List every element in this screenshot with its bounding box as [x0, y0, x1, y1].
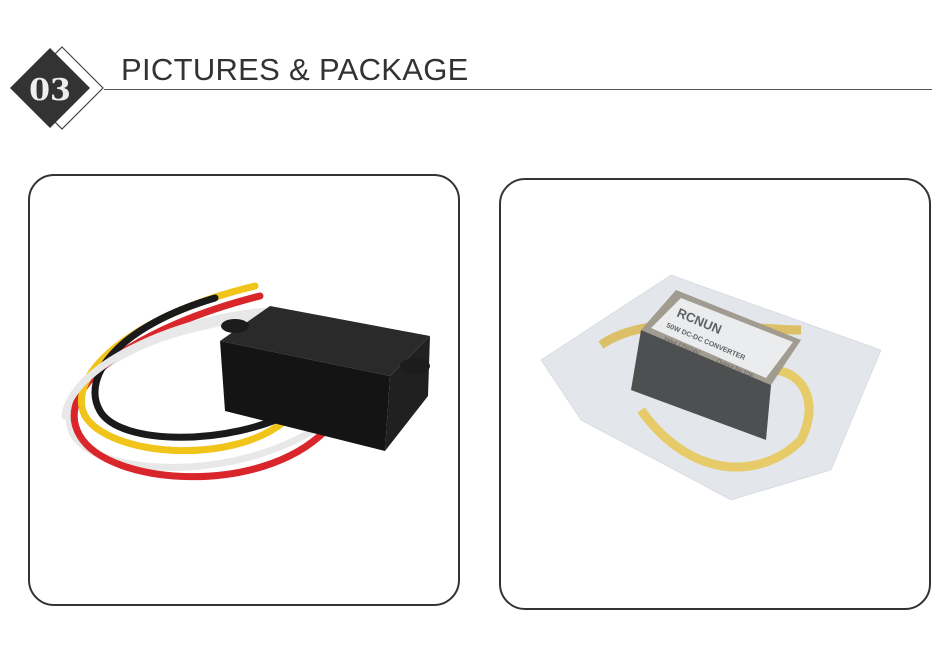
photo-converter-in-package: RCNUN 50W DC-DC CONVERTER Input 12V/24V …	[499, 178, 931, 610]
section-number-badge: 03	[0, 40, 110, 140]
page-title: PICTURES & PACKAGE	[121, 52, 469, 87]
photo-converter-unit	[28, 174, 460, 606]
section-number: 03	[29, 73, 71, 108]
header-divider	[104, 89, 932, 90]
